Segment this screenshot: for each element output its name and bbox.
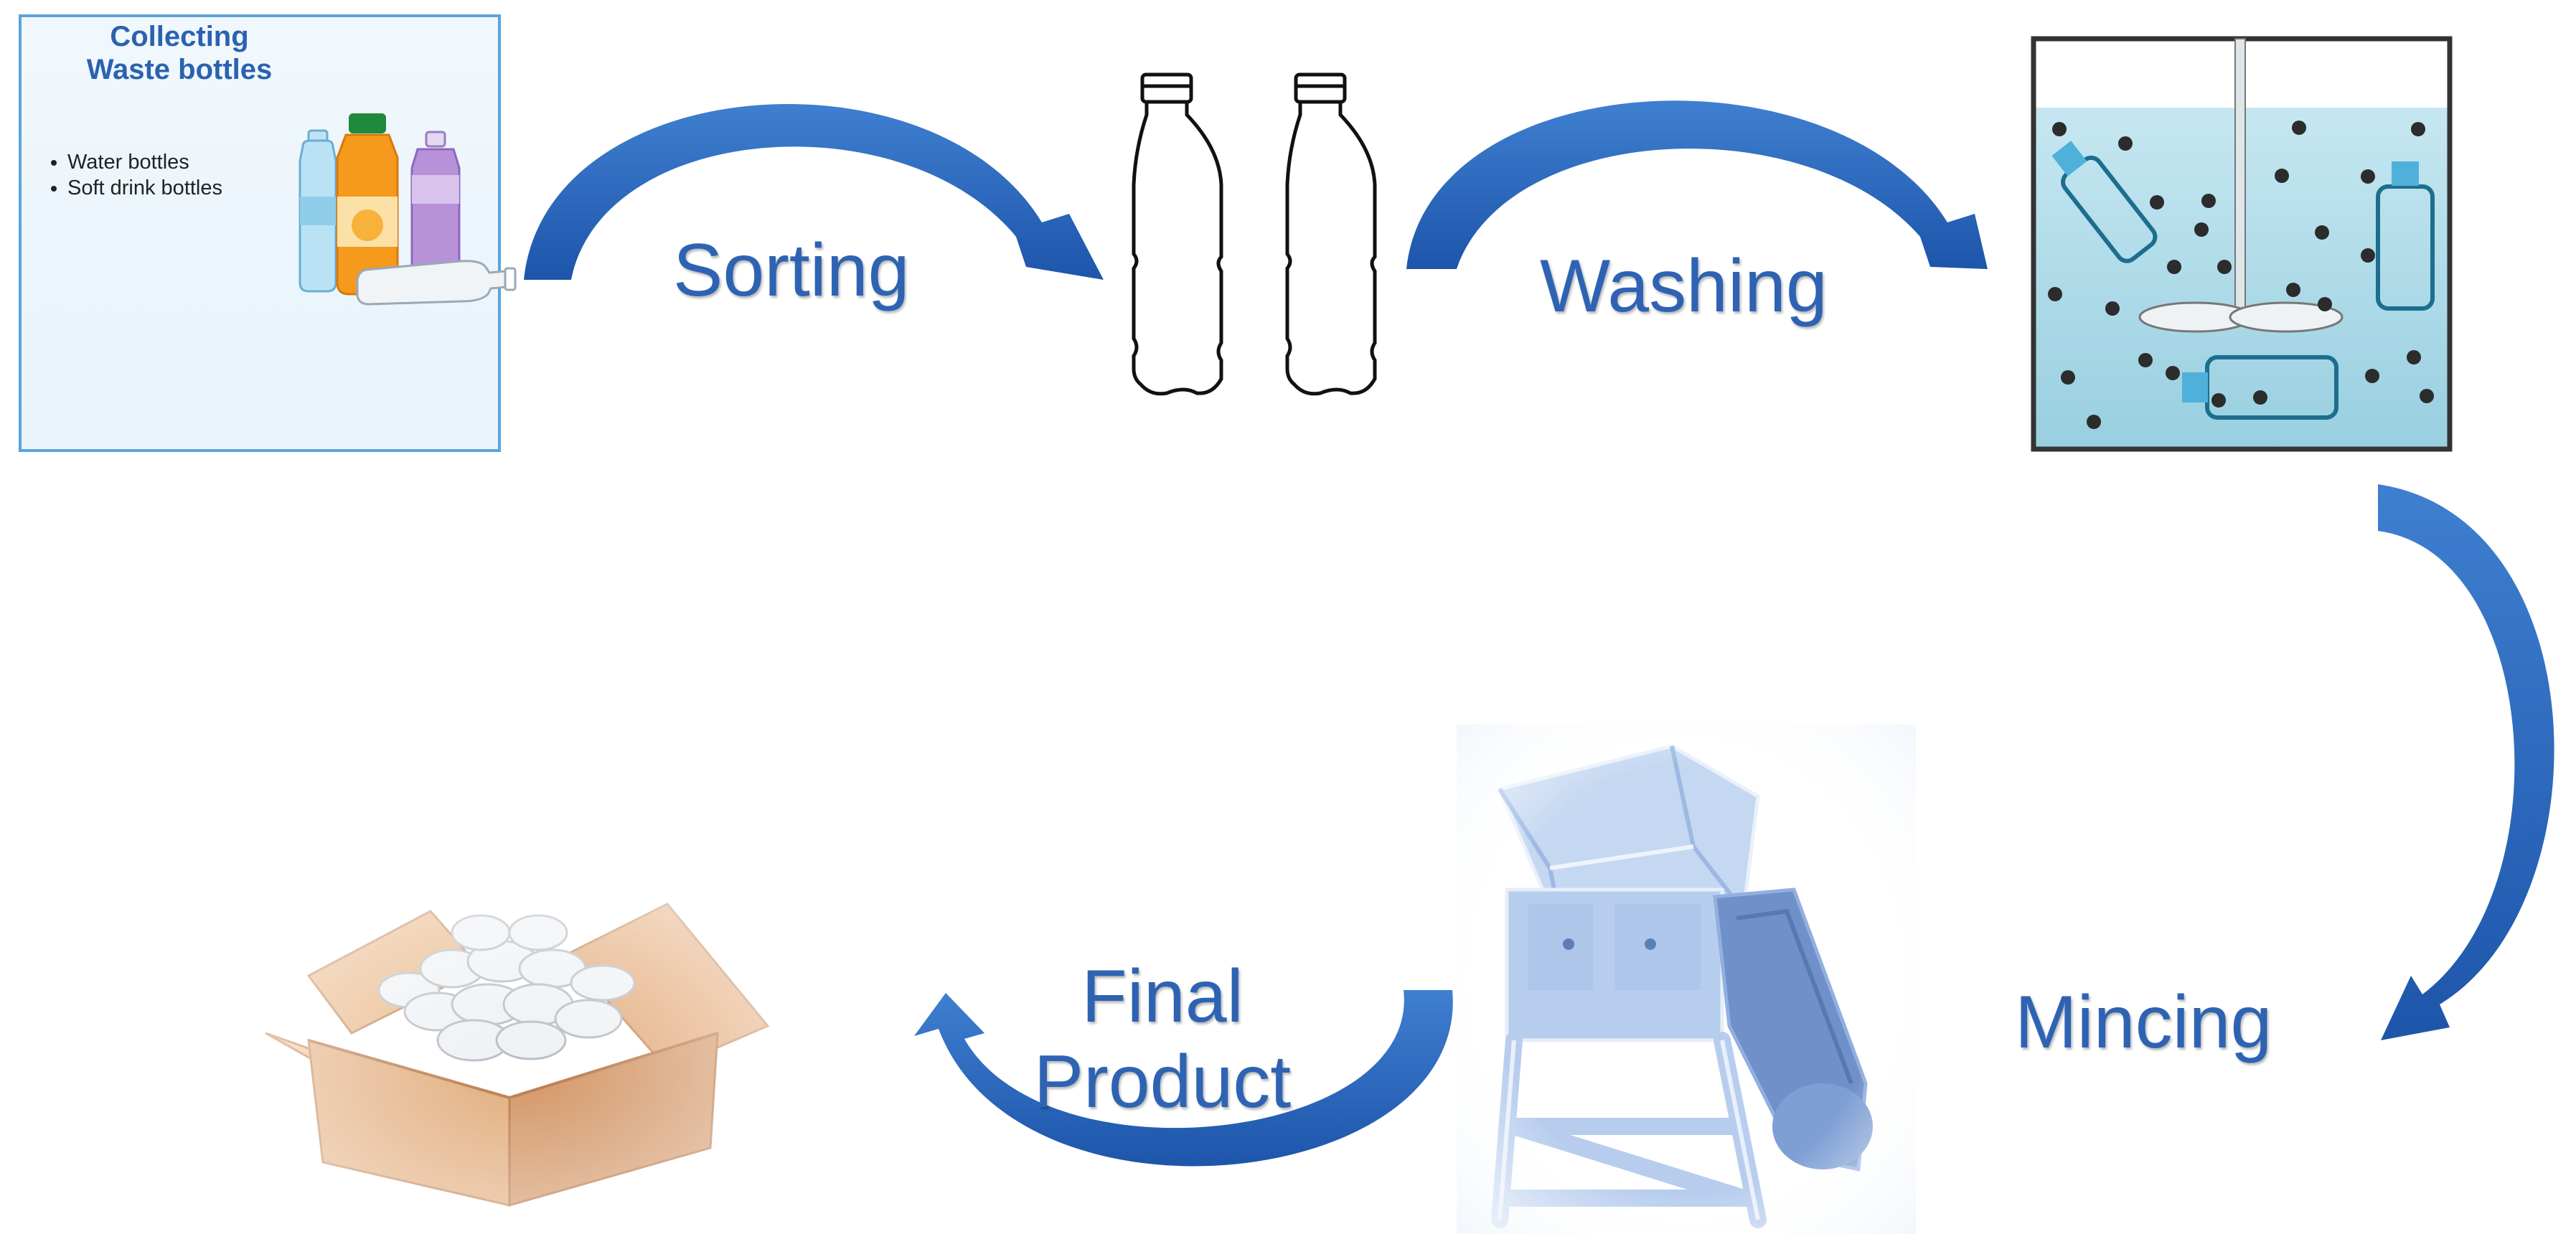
step-label-final-line2: Product <box>1033 1040 1292 1124</box>
arrow-sort-to-wash <box>1406 100 1988 269</box>
collecting-title-line2: Waste bottles <box>86 54 273 85</box>
collecting-list-item: Water bottles <box>67 149 222 175</box>
collecting-card: Collecting Waste bottles Water bottles S… <box>19 14 517 452</box>
step-label-final-line1: Final <box>1081 955 1244 1038</box>
step-label-washing: Washing <box>1540 245 1828 328</box>
step-label-mincing: Mincing <box>2015 981 2272 1064</box>
washing-tank-icon <box>2031 36 2453 452</box>
step-label-sorting: Sorting <box>673 229 910 312</box>
collecting-title: Collecting Waste bottles <box>22 20 337 86</box>
collecting-list: Water bottles Soft drink bottles <box>46 149 222 202</box>
collecting-list-item: Soft drink bottles <box>67 175 222 201</box>
waste-bottles-icon <box>299 113 517 306</box>
arrow-mince-to-final <box>914 990 1453 1167</box>
collecting-title-line1: Collecting <box>110 21 249 52</box>
box-with-flakes-icon <box>265 861 782 1212</box>
arrow-wash-to-mince <box>2378 484 2554 1040</box>
bottle-outline-icon <box>1132 72 1377 396</box>
step-label-final-product: Final Product <box>1019 954 1306 1124</box>
arrow-collect-to-sort <box>524 104 1104 280</box>
shredder-machine-icon <box>1457 725 1916 1234</box>
